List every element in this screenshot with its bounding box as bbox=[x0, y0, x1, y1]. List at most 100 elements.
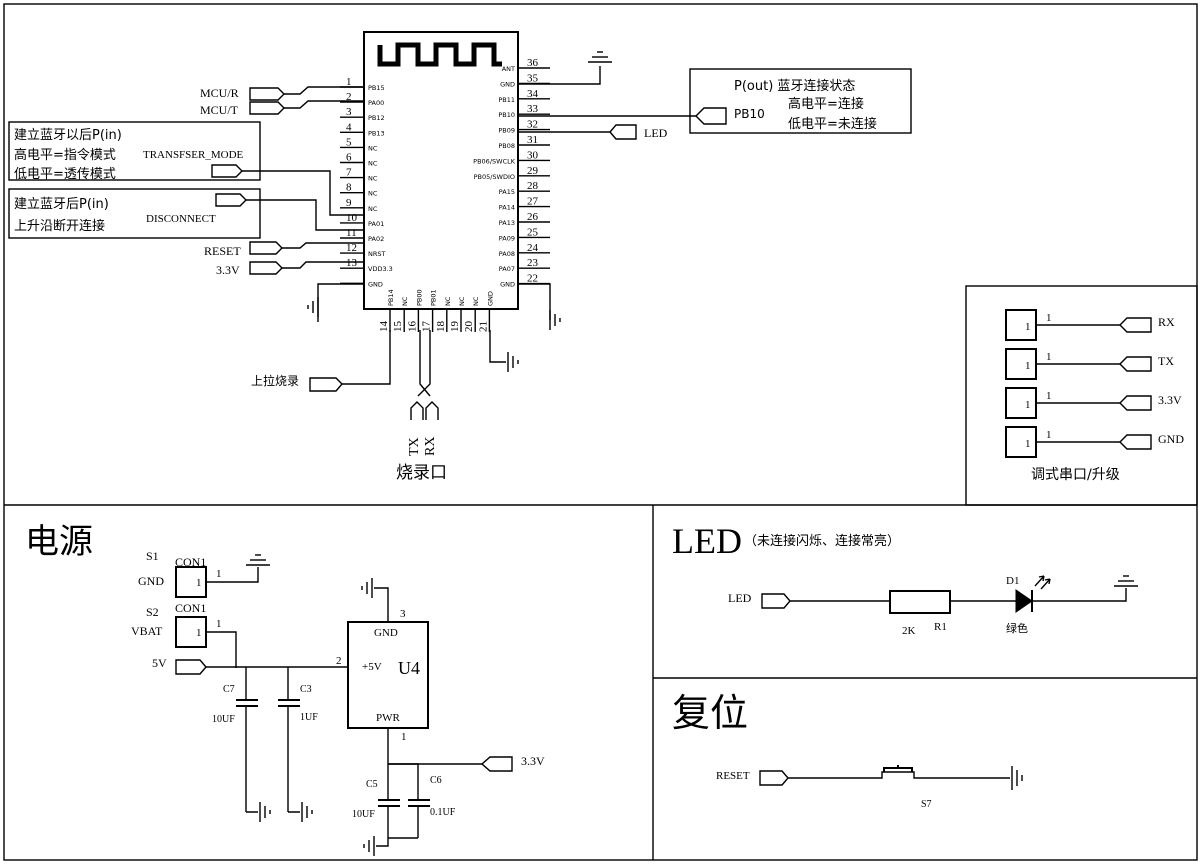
reset-net: RESET bbox=[204, 241, 364, 258]
ground-symbol bbox=[259, 802, 271, 822]
pin-number: 18 bbox=[435, 321, 447, 333]
wire bbox=[282, 242, 364, 249]
disc-note-line: 上升沿断开连接 bbox=[14, 218, 105, 234]
c3-capacitor bbox=[278, 667, 300, 812]
ground-symbol bbox=[549, 310, 561, 330]
pin-name: GND bbox=[500, 80, 515, 88]
pin-name: PA01 bbox=[368, 220, 384, 228]
mcu-r-net: MCU/R bbox=[200, 86, 364, 101]
pin-name: PB05/SWDIO bbox=[474, 173, 515, 181]
pin-number: 1 bbox=[1046, 390, 1052, 402]
net-port-flag bbox=[1119, 356, 1152, 372]
antenna-trace bbox=[377, 42, 502, 67]
pin-number: 5 bbox=[346, 136, 352, 148]
net-port-flag bbox=[695, 107, 727, 125]
pullup-burn-label: 上拉烧录 bbox=[251, 373, 299, 388]
pin-number: 3 bbox=[346, 106, 352, 118]
pin-name: PB08 bbox=[498, 142, 515, 150]
s2-connector bbox=[175, 616, 207, 648]
pin-name: NC bbox=[368, 144, 378, 152]
pin-name: NRST bbox=[368, 250, 386, 258]
wire bbox=[788, 771, 1010, 779]
r1-resistor bbox=[889, 590, 951, 614]
pin-name: PA15 bbox=[499, 188, 515, 196]
pin-name: PB00 bbox=[415, 289, 423, 306]
pin-number: 36 bbox=[527, 57, 539, 69]
connector-pin: 1 bbox=[1025, 360, 1031, 372]
pin-number: 15 bbox=[392, 321, 404, 333]
pin-name: GND bbox=[500, 281, 515, 289]
v33-out-label: 3.3V bbox=[521, 754, 545, 768]
c3-value: 1UF bbox=[300, 712, 318, 723]
connector-pin: 1 bbox=[196, 627, 202, 639]
c6-value: 0.1UF bbox=[430, 807, 456, 818]
pin-number: 1 bbox=[216, 568, 222, 580]
net-port-flag bbox=[175, 659, 207, 675]
v33-label: 3.3V bbox=[216, 263, 240, 277]
wire bbox=[282, 261, 364, 269]
mode-note-box bbox=[8, 121, 261, 181]
debug-connector bbox=[1005, 426, 1037, 458]
right-pin-group: 36ANT35GND34PB1133PB1032PB0931PB0830PB06… bbox=[473, 57, 550, 289]
power-title: 电源 bbox=[25, 522, 93, 562]
debug-net-label: TX bbox=[1158, 354, 1174, 368]
pin-name: NC bbox=[444, 296, 452, 306]
gnd-label: GND bbox=[138, 574, 164, 588]
pin-number: 7 bbox=[346, 167, 352, 179]
s7-ref: S7 bbox=[921, 799, 932, 810]
status-note-line: 低电平=未连接 bbox=[788, 116, 877, 132]
wire bbox=[376, 837, 418, 847]
pin-number: 1 bbox=[346, 76, 352, 88]
disconnect-label: DISCONNECT bbox=[146, 213, 216, 225]
disc-note-line: 建立蓝牙后P(in) bbox=[14, 197, 109, 212]
debug-net-label: 3.3V bbox=[1158, 393, 1182, 407]
pin-name: ANT bbox=[502, 65, 515, 73]
transfser-mode-label: TRANSFSER_MODE bbox=[143, 149, 244, 161]
pin-number: 17 bbox=[421, 321, 433, 333]
pin-number: 22 bbox=[527, 273, 538, 285]
r1-ref: R1 bbox=[934, 621, 947, 633]
wire bbox=[518, 66, 601, 85]
c7-ref: C7 bbox=[223, 684, 235, 695]
wire bbox=[417, 330, 431, 397]
disconnect-note-box bbox=[8, 188, 261, 239]
pin-number: 1 bbox=[1046, 312, 1052, 324]
led-title: LED bbox=[672, 521, 742, 561]
pin-number: 10 bbox=[346, 212, 358, 224]
pin-name: GND bbox=[368, 280, 383, 288]
pin-number: 20 bbox=[463, 321, 475, 333]
u4-pwr-pin: PWR bbox=[376, 712, 401, 724]
pin-number: 16 bbox=[406, 321, 418, 333]
pin-number: 1 bbox=[1046, 351, 1052, 363]
ground-symbol bbox=[1011, 766, 1023, 790]
pin-name: PB13 bbox=[368, 129, 385, 137]
r1-value: 2K bbox=[902, 625, 916, 637]
mode-note-line: 低电平=透传模式 bbox=[14, 167, 116, 182]
led-port-flag bbox=[518, 124, 637, 140]
c5-value: 10UF bbox=[352, 809, 375, 820]
pin-name: PA14 bbox=[499, 204, 515, 212]
led-net: LED bbox=[728, 591, 752, 605]
rx-port-flag bbox=[425, 401, 439, 420]
debug-net-label: GND bbox=[1158, 432, 1184, 446]
pin-name: NC bbox=[401, 296, 409, 306]
ground-symbol bbox=[301, 802, 313, 822]
wire bbox=[374, 587, 389, 622]
wire bbox=[1032, 588, 1127, 602]
net-port-flag bbox=[309, 377, 343, 392]
pin-name: NC bbox=[368, 175, 378, 183]
u4-gnd-pin: GND bbox=[374, 627, 398, 639]
wire bbox=[342, 330, 391, 385]
v33-net: 3.3V bbox=[216, 261, 364, 277]
ground-symbol bbox=[361, 578, 373, 598]
c3-ref: C3 bbox=[300, 684, 312, 695]
pin-name: NC bbox=[368, 160, 378, 168]
mcu-t-net: MCU/T bbox=[200, 100, 364, 117]
tx-port-flag bbox=[410, 401, 424, 420]
mode-note-line: 高电平=指令模式 bbox=[14, 147, 116, 163]
wire bbox=[284, 100, 364, 109]
c5-capacitor bbox=[378, 799, 400, 838]
pin-number: 34 bbox=[527, 88, 539, 100]
